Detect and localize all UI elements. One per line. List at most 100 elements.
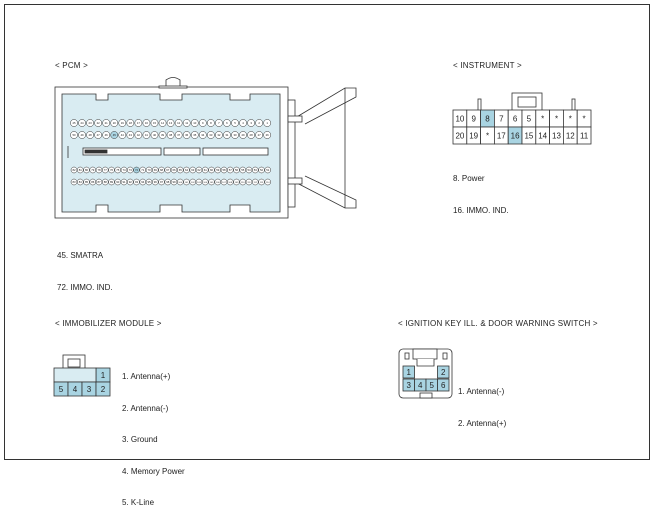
- svg-text:52: 52: [260, 168, 264, 172]
- instrument-pin-bottom-7: 13: [549, 126, 564, 145]
- pcm-pin-64: 64: [183, 166, 190, 174]
- instrument-title: < INSTRUMENT >: [453, 61, 522, 70]
- pcm-pin-102: 102: [189, 178, 196, 186]
- svg-text:94: 94: [141, 180, 145, 184]
- pcm-pin-22: 22: [94, 119, 103, 127]
- svg-text:27: 27: [258, 133, 262, 137]
- ignition-pin-5: 5: [425, 378, 438, 392]
- pcm-pin-9: 9: [198, 119, 207, 127]
- instrument-note-1: 8. Power: [453, 174, 485, 183]
- svg-text:2: 2: [258, 121, 260, 125]
- pcm-pin-82: 82: [70, 166, 78, 174]
- svg-text:32: 32: [217, 133, 221, 137]
- pcm-pin-36: 36: [182, 131, 191, 139]
- pcm-pin-72: 72: [133, 166, 140, 174]
- pcm-pin-34: 34: [198, 131, 207, 139]
- pcm-pin-87: 87: [95, 178, 103, 186]
- pcm-pin-52: 52: [258, 166, 265, 174]
- svg-text:98: 98: [166, 180, 170, 184]
- svg-text:*: *: [569, 115, 572, 124]
- svg-text:87: 87: [97, 180, 101, 184]
- svg-text:56: 56: [235, 168, 239, 172]
- pcm-pin-91: 91: [120, 178, 128, 186]
- instrument-pin-top-8: *: [563, 109, 578, 128]
- pcm-pin-86: 86: [89, 178, 96, 186]
- svg-text:65: 65: [179, 168, 183, 172]
- svg-text:42: 42: [137, 133, 141, 137]
- instrument-pin-bottom-0: 20: [452, 126, 468, 145]
- pcm-pin-45: 45: [110, 131, 119, 139]
- instrument-pin-top-2: 8: [480, 109, 495, 128]
- svg-text:35: 35: [193, 133, 197, 137]
- pcm-pin-95: 95: [145, 178, 153, 186]
- svg-text:37: 37: [177, 133, 181, 137]
- instrument-pin-bottom-5: 15: [521, 126, 537, 145]
- instrument-pin-bottom-1: 19: [466, 126, 481, 145]
- svg-text:49: 49: [80, 133, 84, 137]
- svg-text:16: 16: [511, 132, 520, 141]
- immobilizer-connector-body: [62, 354, 86, 370]
- svg-text:7: 7: [218, 121, 220, 125]
- svg-text:105: 105: [210, 182, 214, 184]
- pcm-pin-60: 60: [208, 166, 215, 174]
- svg-text:95: 95: [147, 180, 151, 184]
- ignition-pin-4: 4: [414, 378, 427, 392]
- svg-text:109: 109: [235, 182, 239, 184]
- svg-text:11: 11: [185, 121, 188, 125]
- svg-text:31: 31: [225, 133, 229, 137]
- pcm-pin-81: 81: [77, 166, 84, 174]
- pcm-pin-51: 51: [264, 166, 271, 174]
- instrument-pin-bottom-6: 14: [535, 126, 550, 145]
- pcm-pin-114: 114: [264, 178, 271, 186]
- instrument-pin-top-9: *: [576, 109, 592, 128]
- pcm-pin-56: 56: [233, 166, 240, 174]
- svg-text:5: 5: [527, 115, 532, 124]
- pcm-pin-24: 24: [78, 119, 86, 127]
- ignition-pin-2: 2: [437, 365, 450, 379]
- svg-text:38: 38: [169, 133, 173, 137]
- pcm-pin-29: 29: [239, 131, 247, 139]
- svg-text:6: 6: [513, 115, 518, 124]
- pcm-pin-27: 27: [255, 131, 263, 139]
- svg-text:29: 29: [241, 133, 245, 137]
- svg-text:67: 67: [166, 168, 170, 172]
- pcm-pin-16: 16: [142, 119, 151, 127]
- pcm-pin-54: 54: [245, 166, 253, 174]
- pcm-pin-8: 8: [207, 119, 215, 127]
- svg-text:88: 88: [104, 180, 108, 184]
- pcm-pin-48: 48: [86, 131, 94, 139]
- ignition-notes: 1. Antenna(-) 2. Antenna(+): [458, 366, 506, 440]
- svg-text:68: 68: [160, 168, 164, 172]
- instrument-connector-body: [477, 92, 576, 112]
- pcm-pin-12: 12: [174, 119, 183, 127]
- pcm-pin-83: 83: [70, 178, 78, 186]
- pcm-pin-43: 43: [126, 131, 135, 139]
- pcm-pin-39: 39: [158, 131, 167, 139]
- pcm-pin-50: 50: [70, 131, 78, 139]
- pcm-pin-110: 110: [239, 178, 246, 186]
- svg-text:93: 93: [135, 180, 139, 184]
- ignition-note-2: 2. Antenna(+): [458, 418, 507, 428]
- svg-text:15: 15: [153, 121, 157, 125]
- pcm-pin-107: 107: [220, 178, 228, 186]
- immobilizer-pin-2: 2: [95, 381, 111, 397]
- immobilizer-note-1: 1. Antenna(+): [122, 372, 171, 381]
- pcm-pin-101: 101: [183, 178, 190, 186]
- svg-text:10: 10: [193, 121, 197, 125]
- pcm-pin-96: 96: [152, 178, 159, 186]
- svg-text:59: 59: [216, 168, 220, 172]
- svg-text:50: 50: [72, 133, 76, 137]
- svg-text:14: 14: [161, 121, 165, 125]
- pcm-pin-44: 44: [118, 131, 127, 139]
- pcm-pin-106: 106: [214, 178, 221, 186]
- pcm-pin-40: 40: [150, 131, 159, 139]
- pcm-pin-79: 79: [89, 166, 96, 174]
- pcm-pin-53: 53: [252, 166, 259, 174]
- ignition-pin-1: 1: [402, 365, 415, 379]
- svg-text:30: 30: [233, 133, 237, 137]
- svg-text:39: 39: [161, 133, 165, 137]
- pcm-pin-84: 84: [77, 178, 84, 186]
